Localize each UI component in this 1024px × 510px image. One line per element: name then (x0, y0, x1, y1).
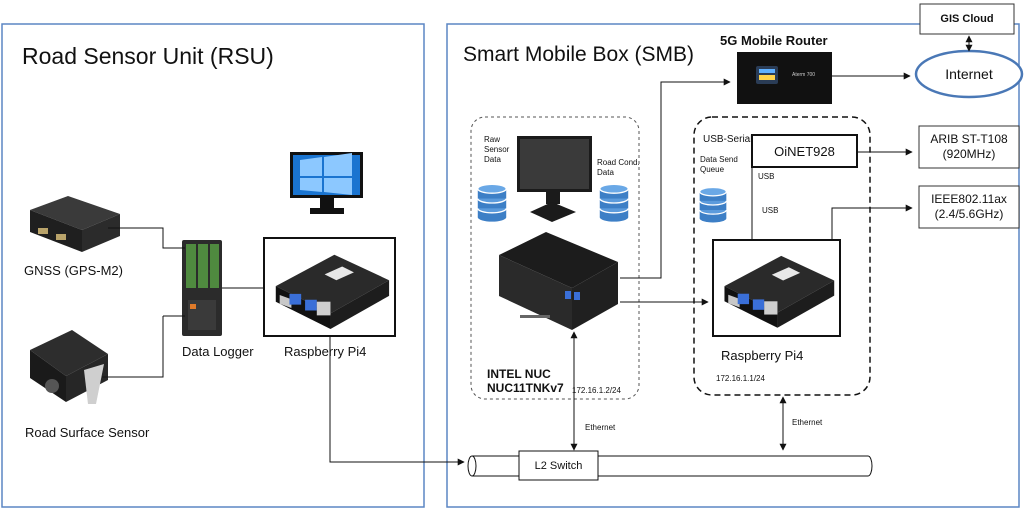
gis-cloud-box (919, 3, 1015, 35)
arib-label: ARIB ST-T108 (920MHz) (930, 132, 1008, 161)
router-icon (737, 52, 832, 104)
smb-rpi-ip: 172.16.1.1/24 (716, 374, 765, 383)
road-sensor-icon (30, 330, 108, 404)
data-logger-label: Data Logger (182, 344, 254, 359)
monitor-icon (290, 152, 363, 214)
oinet-label: OiNET928 (774, 143, 835, 159)
database-icon (699, 186, 727, 224)
usb2-label: USB (762, 206, 779, 215)
internet-label: Internet (945, 66, 993, 82)
l2-switch-label: L2 Switch (534, 459, 583, 472)
queue-label: Data Send Queue (700, 155, 738, 174)
arib-box (918, 125, 1020, 169)
nuc-label: INTEL NUC NUC11TNKv7 (487, 367, 564, 395)
rsu-title: Road Sensor Unit (RSU) (22, 43, 274, 69)
raw-data-label: Raw Sensor Data (484, 135, 510, 164)
router-label: 5G Mobile Router (720, 33, 828, 48)
gnss-label: GNSS (GPS-M2) (24, 263, 123, 278)
usb1-label: USB (758, 172, 775, 181)
nuc-group-dashed (470, 116, 640, 400)
road-sensor-label: Road Surface Sensor (25, 425, 150, 440)
rsu-frame (1, 23, 425, 508)
ethernet1-label: Ethernet (585, 423, 616, 432)
ieee-box (918, 185, 1020, 229)
smb-rpi-label: Raspberry Pi4 (721, 348, 804, 363)
data-logger-icon (182, 240, 222, 336)
database-icon (477, 183, 507, 223)
ieee-label: IEEE802.11ax (2.4/5.6GHz) (931, 192, 1007, 221)
gnss-icon (30, 196, 120, 252)
database-icon (599, 183, 629, 223)
road-cond-label: Road Cond. Data (597, 158, 640, 177)
usb-serial-label: USB-Serial (703, 134, 753, 145)
rsu-rpi-label: Raspberry Pi4 (284, 344, 367, 359)
router-screen-text: Aterm 700 (792, 72, 816, 78)
ethernet2-label: Ethernet (792, 418, 823, 427)
smb-frame (446, 23, 1020, 508)
l2-switch-box (518, 450, 599, 481)
smb-title: Smart Mobile Box (SMB) (463, 43, 695, 66)
gis-cloud-label: GIS Cloud (940, 13, 994, 25)
nuc-ip: 172.16.1.2/24 (572, 386, 621, 395)
rpi-group-dashed (693, 116, 871, 396)
nuc-icon (499, 232, 618, 330)
connectors (102, 35, 973, 466)
monitor-icon (517, 136, 592, 222)
